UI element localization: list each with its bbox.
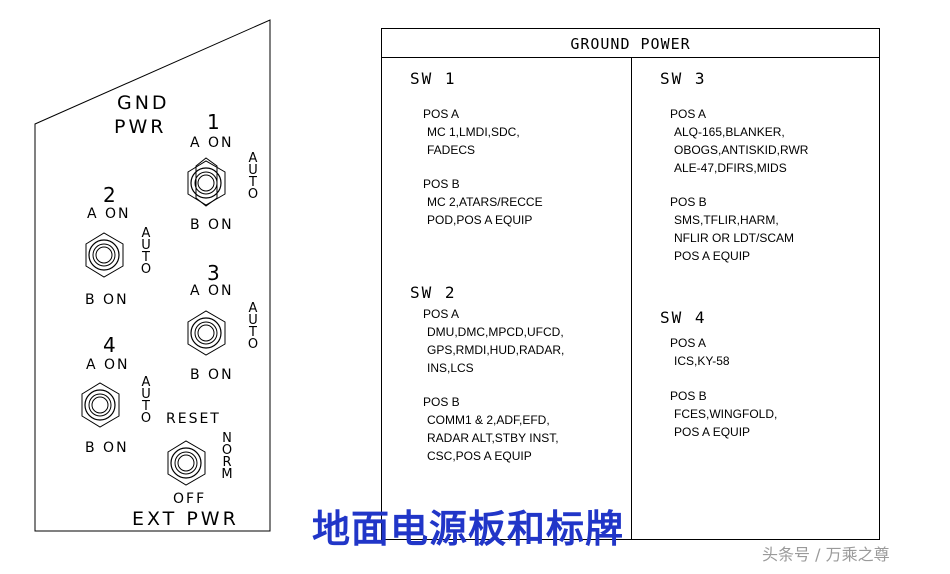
switch-2-toggle[interactable] xyxy=(85,232,124,278)
sw2-pos-a: POS A DMU,DMC,MPCD,UFCD, GPS,RMDI,HUD,RA… xyxy=(423,307,565,375)
sw2-pos-b: POS B COMM1 & 2,ADF,EFD, RADAR ALT,STBY … xyxy=(423,395,559,463)
switch-1-toggle[interactable] xyxy=(187,157,226,207)
sw1-title: SW 1 xyxy=(410,69,457,88)
switch-3-number: 3 xyxy=(207,261,220,285)
reset-label: RESET xyxy=(166,411,221,427)
sw3-title: SW 3 xyxy=(660,69,707,88)
sw4-pos-b: POS B FCES,WINGFOLD, POS A EQUIP xyxy=(670,389,778,439)
ground-power-panel xyxy=(34,19,271,532)
switch-4-b-on-label: B ON xyxy=(85,440,129,456)
switch-1-number: 1 xyxy=(207,110,220,134)
sw3-pos-b: POS B SMS,TFLIR,HARM, NFLIR OR LDT/SCAM … xyxy=(670,195,795,263)
sw4-title: SW 4 xyxy=(660,308,707,327)
switch-2-b-on-label: B ON xyxy=(85,292,129,308)
caption: 地面电源板和标牌 xyxy=(312,507,625,551)
switch-3-toggle[interactable] xyxy=(187,310,226,356)
off-label: OFF xyxy=(173,491,207,507)
sw4-pos-a: POS A ICS,KY-58 xyxy=(670,336,730,368)
switch-4-number: 4 xyxy=(103,333,116,357)
switch-3-b-on-label: B ON xyxy=(190,367,234,383)
sw1-pos-a: POS A MC 1,LMDI,SDC, FADECS xyxy=(423,107,520,157)
watermark: 头条号 / 万乘之尊 xyxy=(762,545,890,564)
column-divider xyxy=(631,57,632,539)
ext-pwr-label: EXT PWR xyxy=(132,508,239,530)
ground-power-placard: GROUND POWER SW 1 POS A MC 1,LMDI,SDC, F… xyxy=(381,28,880,540)
sw2-title: SW 2 xyxy=(410,283,457,302)
switch-3-a-on-label: A ON xyxy=(190,283,234,299)
switch-4-toggle[interactable] xyxy=(81,382,120,428)
pwr-label: PWR xyxy=(114,116,167,138)
sw3-pos-a: POS A ALQ-165,BLANKER, OBOGS,ANTISKID,RW… xyxy=(670,107,809,175)
switch-1-b-on-label: B ON xyxy=(190,217,234,233)
switch-1-a-on-label: A ON xyxy=(190,135,234,151)
switch-2-number: 2 xyxy=(103,183,116,207)
switch-4-a-on-label: A ON xyxy=(86,357,130,373)
gnd-label: GND xyxy=(117,92,170,114)
sw1-pos-b: POS B MC 2,ATARS/RECCE POD,POS A EQUIP xyxy=(423,177,543,227)
switch-2-a-on-label: A ON xyxy=(87,206,131,222)
placard-title: GROUND POWER xyxy=(382,29,879,58)
reset-switch-toggle[interactable] xyxy=(167,440,206,486)
